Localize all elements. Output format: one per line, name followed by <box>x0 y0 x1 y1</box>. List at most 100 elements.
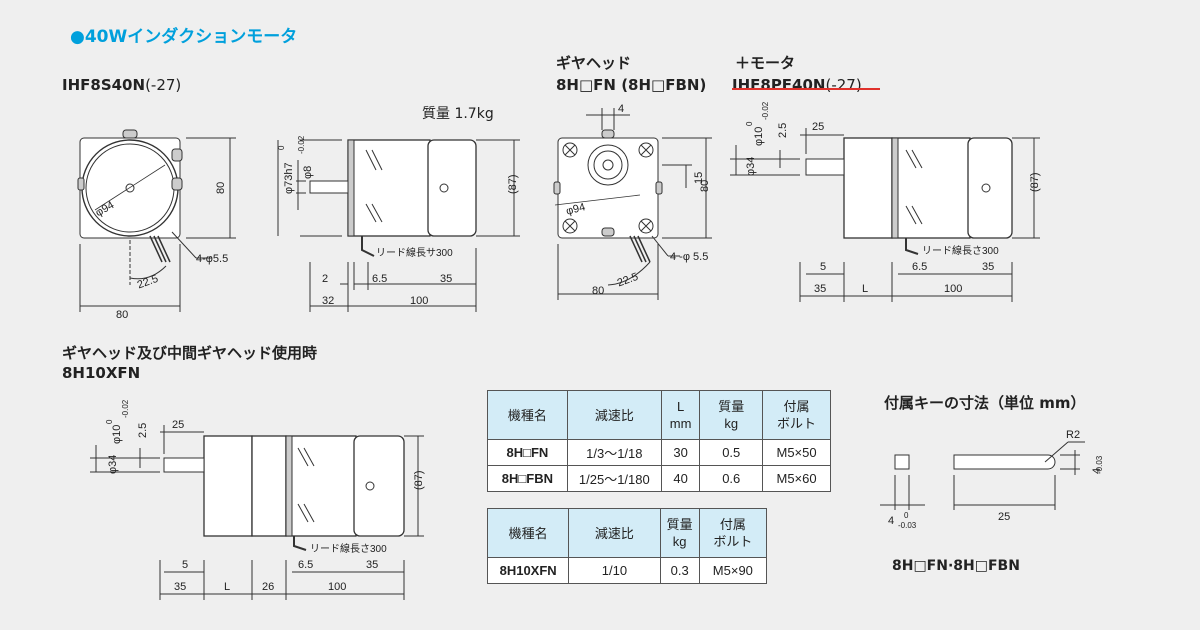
dim-25: 25 <box>812 121 824 133</box>
dim-phi8-zero: 0 <box>277 145 286 150</box>
t1-model: 8H□FBN <box>487 465 568 492</box>
motor-model: IHF8S40N <box>62 76 146 94</box>
gearhead-model: 8H□FN <box>556 76 616 94</box>
dim-6-5: 6.5 <box>372 273 387 285</box>
dimension-labels: 80 80 φ94 22.5 4-φ5.5 φ73h7 φ8 -0.02 0 (… <box>94 101 1104 593</box>
motor-heading: IHF8S40N(-27) <box>62 76 181 94</box>
dim-22-5-gh: 22.5 <box>616 271 640 290</box>
dim-phi94-gh: φ94 <box>565 201 587 218</box>
t2-h-bolt: 付属ボルト <box>698 508 768 558</box>
dim-phi8: φ8 <box>302 166 314 179</box>
t2-h-model: 機種名 <box>486 508 570 558</box>
dim-35-c: 35 <box>366 559 378 571</box>
dim-26-c: 26 <box>262 581 274 593</box>
dim-2-5: 2.5 <box>777 123 789 138</box>
t1-h-ratio: 減速比 <box>566 390 662 440</box>
key-heading: 付属キーの寸法（単位 mm） <box>884 394 1086 412</box>
dim-phi10-c: φ10 <box>111 425 123 444</box>
dim-80-height: 80 <box>215 182 227 194</box>
key-dim-4-tol: -0.03 <box>898 521 917 530</box>
dim-15: 15 <box>693 172 705 184</box>
motor-front-view <box>77 129 236 312</box>
t2-ratio: 1/10 <box>568 557 661 584</box>
gearhead-motor-side-view <box>730 128 1040 302</box>
strike-line <box>732 88 880 90</box>
dim-87-gh: (87) <box>1029 172 1041 192</box>
dim-phi10: φ10 <box>753 127 765 146</box>
dim-phi10-zero: 0 <box>745 121 754 126</box>
dim-phi73: φ73h7 <box>283 162 295 194</box>
page-title: ●40Wインダクションモータ <box>70 27 298 47</box>
dim-6-5-c: 6.5 <box>298 559 313 571</box>
dim-lead: リード線長サ300 <box>376 246 453 259</box>
dim-hole2: 4 -φ 5.5 <box>670 251 708 263</box>
t1-h-model: 機種名 <box>487 390 568 440</box>
t2-model: 8H10XFN <box>486 557 570 584</box>
dim-6-5-gh: 6.5 <box>912 261 927 273</box>
key-models: 8H□FN·8H□FBN <box>892 558 1020 574</box>
dim-phi10-zero-c: 0 <box>105 419 114 424</box>
plus-motor-heading: ＋モータ <box>735 54 796 72</box>
key-drawing <box>880 441 1085 510</box>
key-dim-r2: R2 <box>1066 429 1080 441</box>
dim-2-5-c: 2.5 <box>137 423 149 438</box>
dim-L-gh: L <box>862 283 868 295</box>
gearhead-heading: ギヤヘッド <box>556 54 632 72</box>
gearhead-front-view <box>553 108 712 300</box>
dim-35b-c: 35 <box>174 581 186 593</box>
table-row: 8H□FBN 1/25〜1/180 40 0.6 M5×60 <box>487 465 831 492</box>
motor-suffix: (-27) <box>145 76 182 94</box>
dim-L-c: L <box>224 581 230 593</box>
dim-lead-gh: リード線長さ300 <box>922 244 999 257</box>
dim-80-gh: 80 <box>592 285 604 297</box>
gearhead-model-line: 8H□FN (8H□FBN) <box>556 76 706 94</box>
combo-side-view <box>90 425 424 600</box>
t1-bolt: M5×60 <box>762 465 831 492</box>
t1-mass: 0.5 <box>699 439 764 466</box>
dim-2: 2 <box>322 273 328 285</box>
dim-32: 32 <box>322 295 334 307</box>
t2-bolt: M5×90 <box>698 557 768 584</box>
dim-phi8-tol: -0.02 <box>297 135 306 154</box>
t1-ratio: 1/3〜1/18 <box>566 439 662 466</box>
dim-100-c: 100 <box>328 581 346 593</box>
motor-weight: 質量 1.7kg <box>422 106 494 122</box>
dim-lead-c: リード線長さ300 <box>310 542 387 555</box>
dim-phi34-c: φ34 <box>107 455 119 474</box>
t1-mass: 0.6 <box>699 465 764 492</box>
combo-heading: ギヤヘッド及び中間ギヤヘッド使用時 <box>62 344 318 362</box>
dim-5: 5 <box>820 261 826 273</box>
dim-5-c: 5 <box>182 559 188 571</box>
dim-80-gh-h: 80 <box>699 180 711 192</box>
t1-bolt: M5×50 <box>762 439 831 466</box>
t2-mass: 0.3 <box>659 557 700 584</box>
key-dim-4-v-tol: -0.03 <box>1095 455 1104 474</box>
key-dim-25: 25 <box>998 511 1010 523</box>
t1-L: 30 <box>660 439 701 466</box>
dim-phi10-tol: -0.02 <box>761 101 770 120</box>
t1-h-bolt: 付属ボルト <box>762 390 831 440</box>
table-row: 8H□FN 1/3〜1/18 30 0.5 M5×50 <box>487 439 831 466</box>
combo-model: 8H10XFN <box>62 364 141 382</box>
key-dim-4-v: 4 <box>1091 468 1103 474</box>
dim-35b-gh: 35 <box>814 283 826 295</box>
t1-model: 8H□FN <box>487 439 568 466</box>
dim-80-width: 80 <box>116 309 128 321</box>
dim-phi34: φ34 <box>745 157 757 176</box>
t2-h-ratio: 減速比 <box>568 508 661 558</box>
dim-22-5: 22.5 <box>136 273 160 292</box>
dim-100-gh: 100 <box>944 283 962 295</box>
dim-87: (87) <box>507 174 519 194</box>
dim-35-gh: 35 <box>982 261 994 273</box>
dim-100: 100 <box>410 295 428 307</box>
dim-35: 35 <box>440 273 452 285</box>
key-dim-4: 4 <box>888 515 894 527</box>
dim-25-c: 25 <box>172 419 184 431</box>
key-dim-zero: 0 <box>904 511 909 520</box>
